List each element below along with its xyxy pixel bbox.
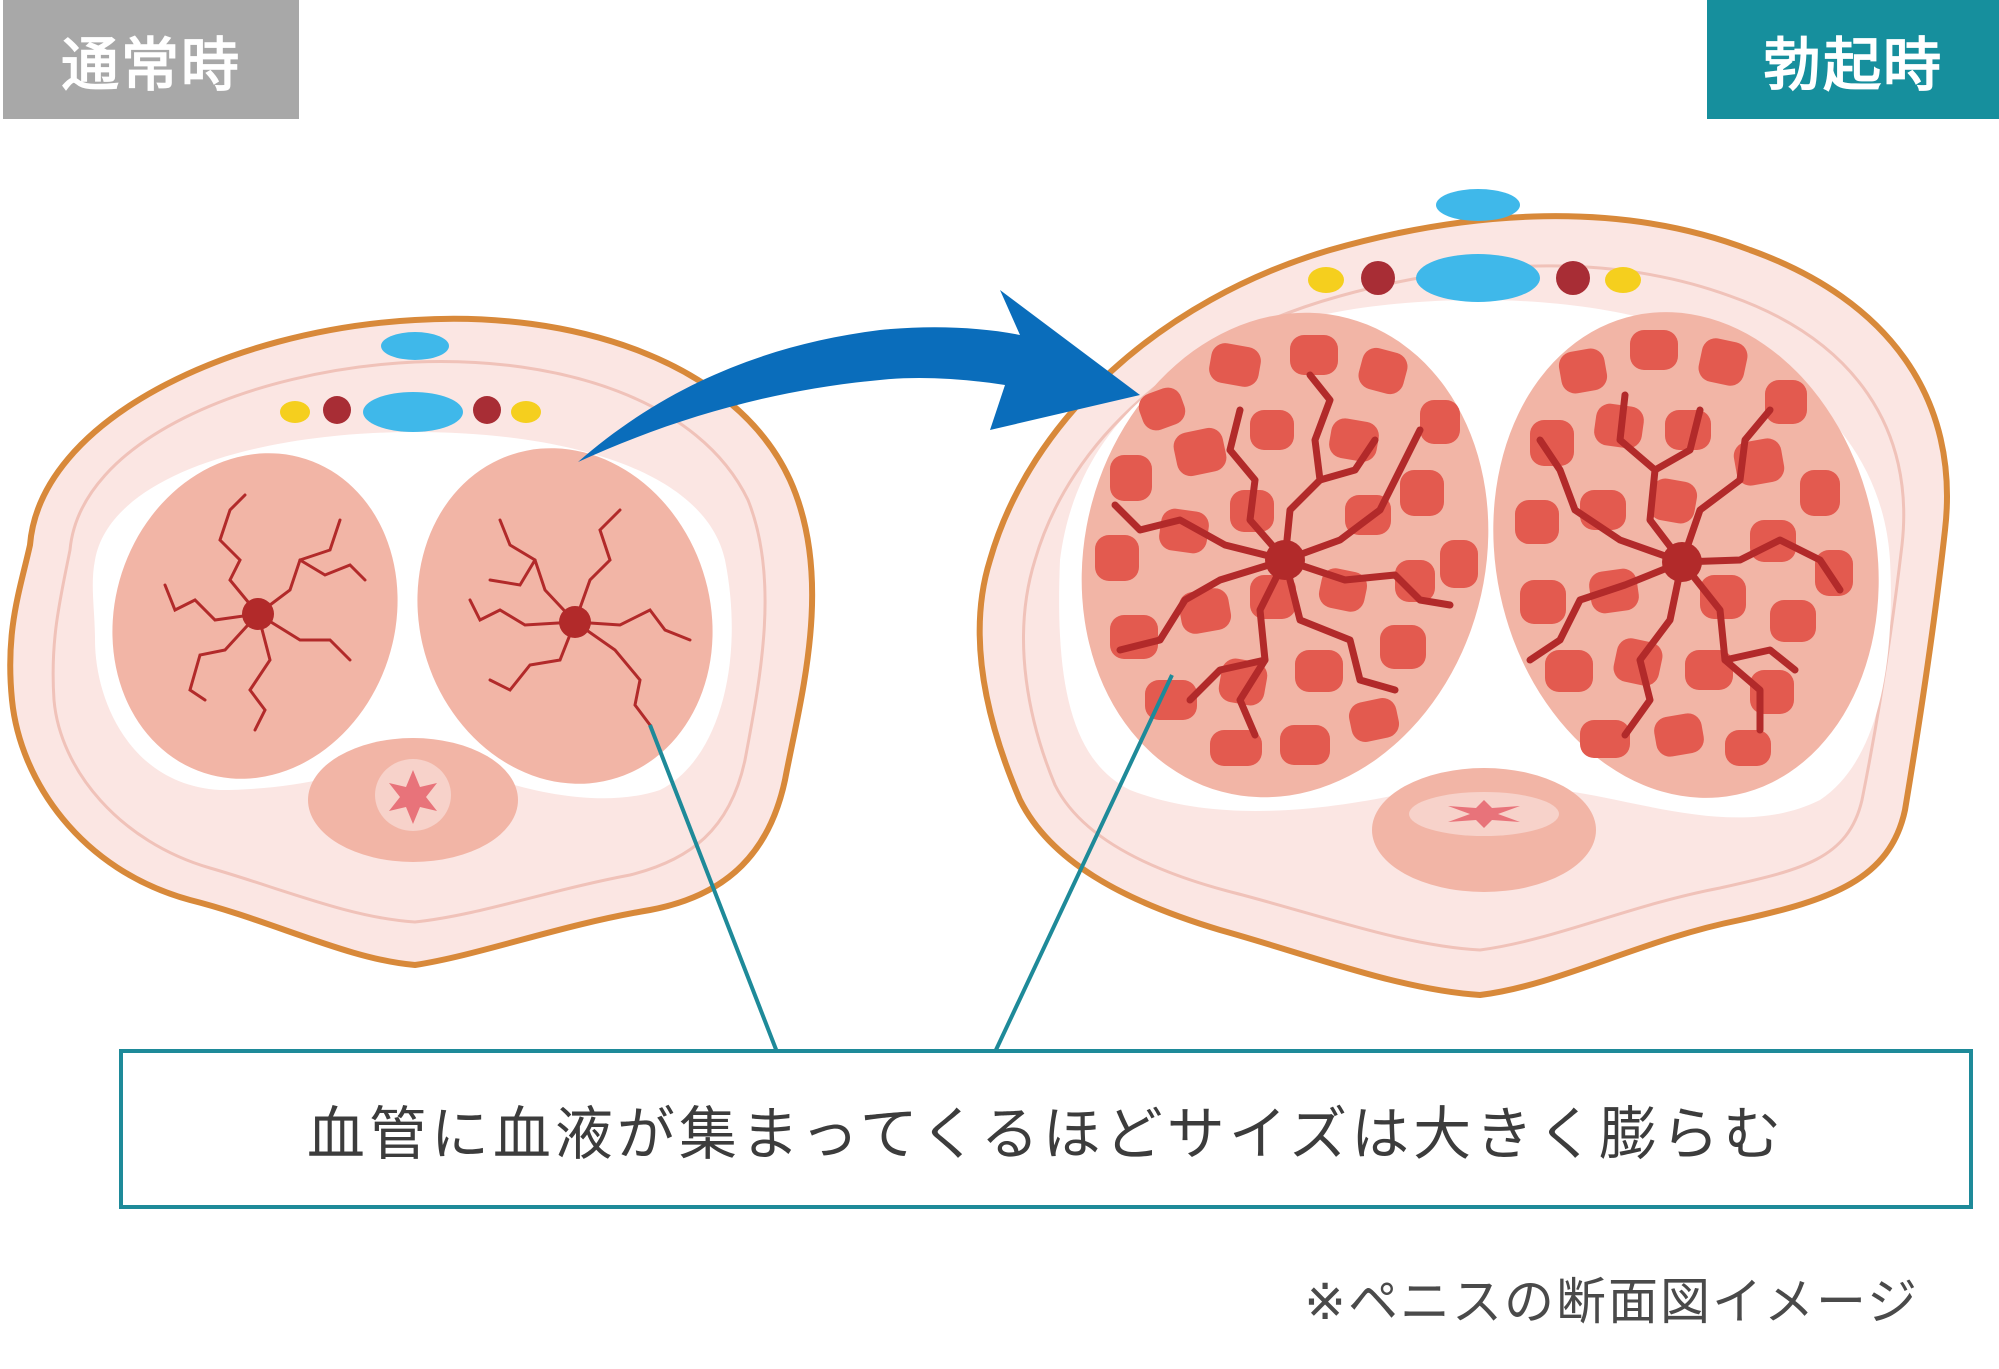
label-normal-state: 通常時: [3, 0, 299, 119]
erect-nerve-right: [1605, 267, 1641, 293]
normal-cross-section: [7, 315, 816, 969]
erect-urethra-lumen: [1448, 800, 1520, 828]
erect-dorsal-vein: [1436, 189, 1520, 221]
erect-artery-left: [1361, 261, 1395, 295]
normal-urethra-lumen: [389, 770, 437, 824]
erect-cross-section: [976, 189, 1950, 999]
normal-nerve-right: [511, 401, 541, 423]
label-erect-text: 勃起時: [1762, 30, 1943, 99]
diagram-note: ※ペニスの断面図イメージ: [1304, 1273, 1919, 1331]
leader-line-left: [648, 724, 779, 1053]
normal-central-artery-right: [559, 606, 591, 638]
normal-artery-right: [473, 396, 501, 424]
normal-deep-vein: [363, 392, 463, 432]
label-normal-text: 通常時: [60, 30, 241, 99]
erect-vessels-right: [1526, 391, 1844, 739]
normal-artery-left: [323, 396, 351, 424]
caption-box: 血管に血液が集まってくるほどサイズは大きく膨らむ: [119, 1049, 1973, 1209]
erect-sponge-right: [1515, 330, 1853, 766]
erect-central-artery-right: [1662, 542, 1702, 582]
curved-arrow-icon: [578, 290, 1140, 462]
caption-text: 血管に血液が集まってくるほどサイズは大きく膨らむ: [306, 1100, 1786, 1168]
normal-vessels-right: [468, 508, 692, 727]
leader-line-right: [993, 674, 1174, 1053]
erect-central-artery-left: [1265, 540, 1305, 580]
erect-artery-right: [1556, 261, 1590, 295]
erect-nerve-left: [1308, 267, 1344, 293]
erect-vessels-left: [1111, 371, 1454, 739]
normal-nerve-left: [280, 401, 310, 423]
normal-vessels-left: [163, 493, 367, 732]
normal-central-artery-left: [242, 598, 274, 630]
label-erect-state: 勃起時: [1707, 0, 1999, 119]
normal-dorsal-vein: [381, 332, 449, 360]
erect-deep-vein: [1416, 254, 1540, 302]
